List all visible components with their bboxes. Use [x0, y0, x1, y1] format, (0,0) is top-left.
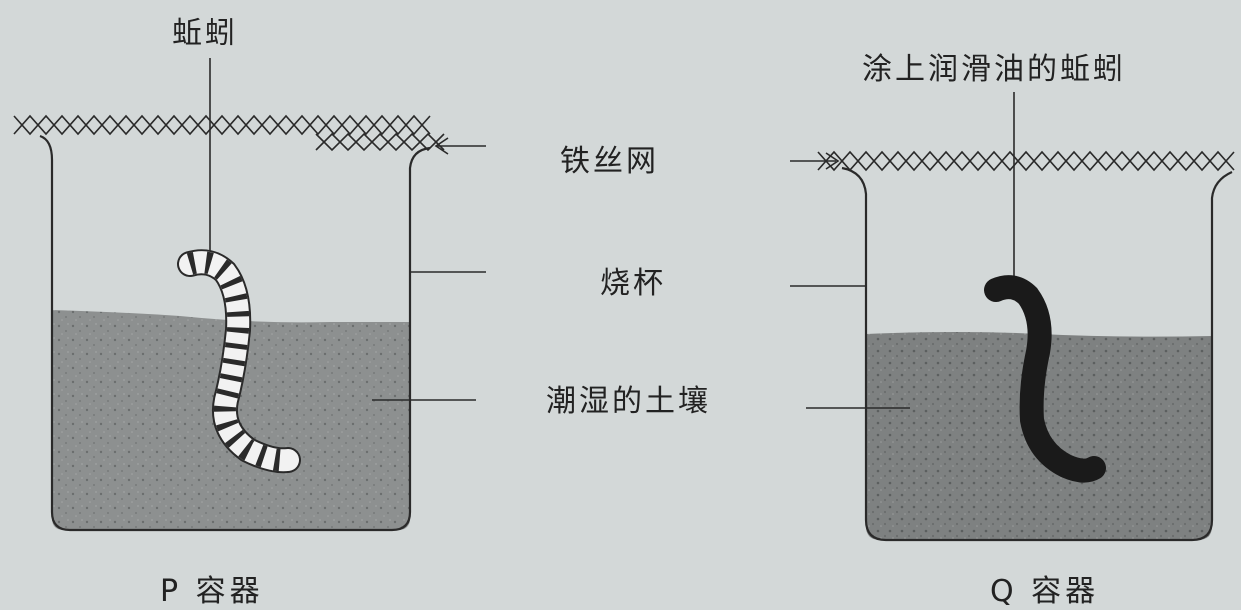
- container-p: [13, 58, 486, 532]
- label-worm-p: 蚯蚓: [172, 16, 238, 51]
- caption-container-p: P 容器: [160, 574, 264, 609]
- beaker-p: [39, 134, 431, 532]
- worm-p: [177, 249, 301, 474]
- label-worm-q: 涂上润滑油的蚯蚓: [862, 52, 1126, 87]
- pointer-wire-mesh-p-arrow: [434, 137, 449, 155]
- beaker-q: [841, 166, 1233, 542]
- pointer-wire-mesh-q-arrow: [825, 152, 840, 170]
- wire-mesh-q: [817, 150, 1235, 172]
- label-wire-mesh: 铁丝网: [560, 144, 659, 179]
- caption-container-q: Q 容器: [990, 574, 1100, 609]
- wire-mesh-p: [13, 114, 445, 152]
- worm-q: [984, 275, 1106, 483]
- container-q: [790, 92, 1235, 542]
- label-moist-soil: 潮湿的土壤: [546, 384, 711, 419]
- label-beaker: 烧杯: [600, 266, 666, 301]
